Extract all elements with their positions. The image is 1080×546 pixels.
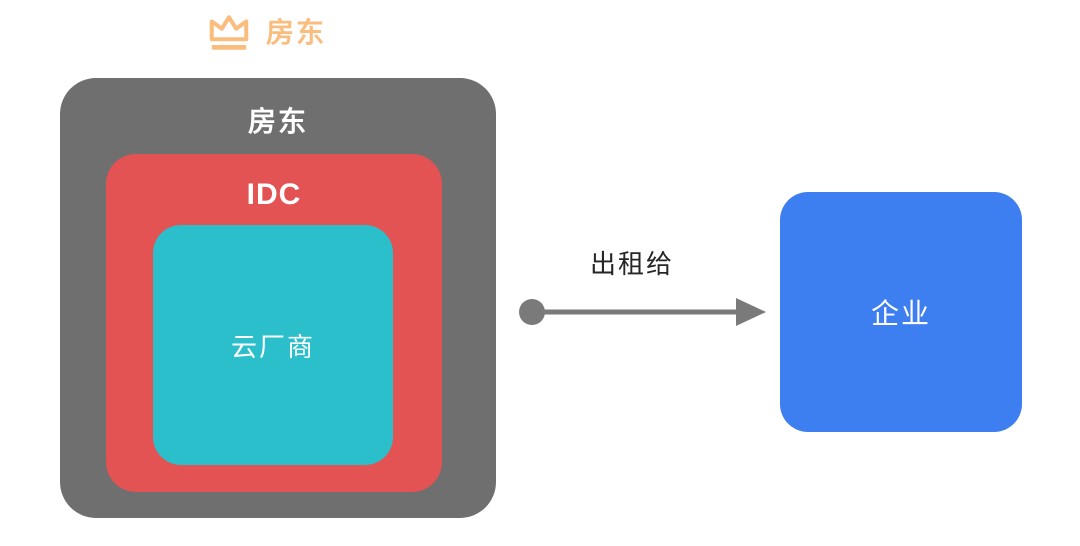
crown-icon bbox=[209, 15, 249, 50]
idc-box: IDC 云厂商 bbox=[106, 154, 442, 492]
arrow-start-dot-icon bbox=[519, 299, 545, 325]
cloud-vendor-box: 云厂商 bbox=[153, 225, 393, 465]
arrow-label: 出租给 bbox=[589, 249, 674, 279]
landlord-box: 房东 IDC 云厂商 bbox=[60, 78, 496, 518]
landlord-legend: 房东 bbox=[206, 10, 326, 56]
legend-label: 房东 bbox=[266, 17, 327, 48]
cloud-vendor-box-label: 云厂商 bbox=[230, 331, 315, 362]
idc-box-label: IDC bbox=[246, 178, 302, 211]
crown-base bbox=[211, 44, 247, 50]
rent-arrow bbox=[519, 298, 766, 326]
arrow-head-icon bbox=[736, 298, 766, 326]
enterprise-box-label: 企业 bbox=[870, 298, 931, 329]
enterprise-box: 企业 bbox=[780, 192, 1022, 432]
crown-outline bbox=[209, 15, 249, 42]
landlord-box-label: 房东 bbox=[247, 106, 308, 137]
